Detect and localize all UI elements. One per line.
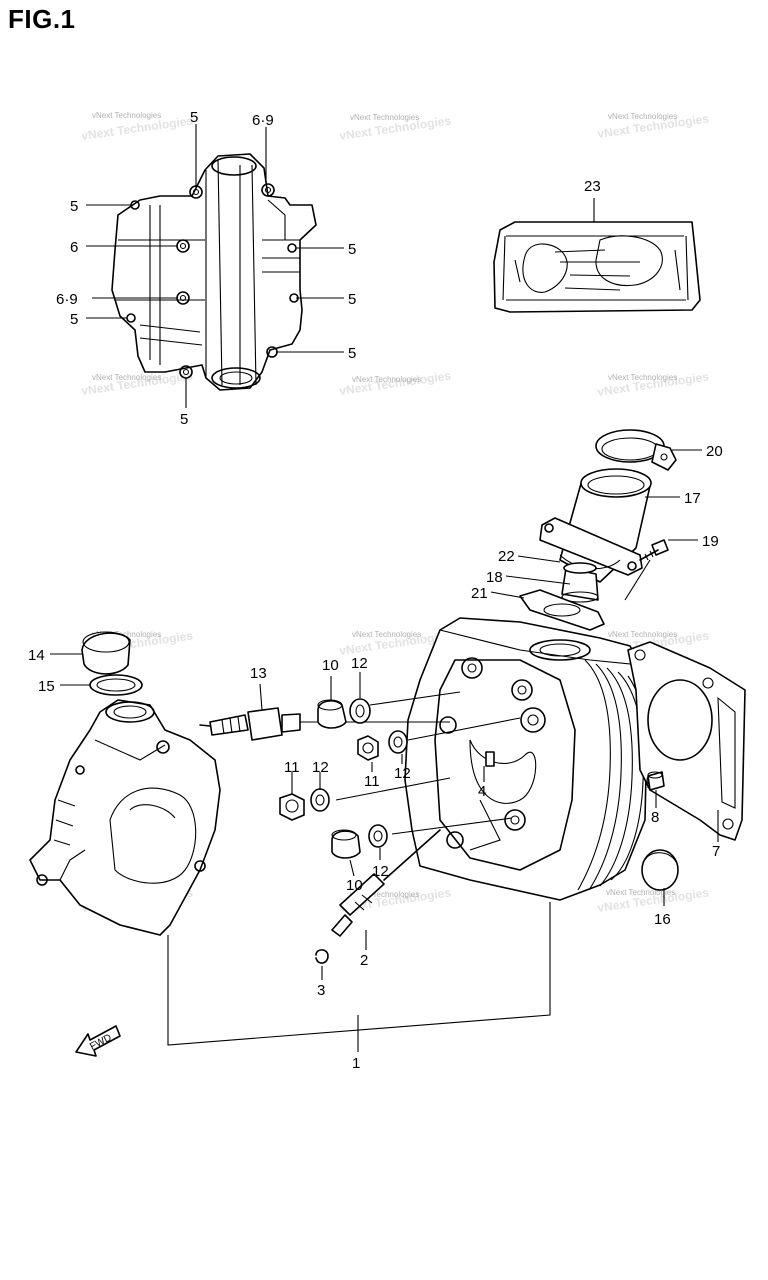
leader-lines-top-view (86, 124, 344, 408)
callout-12: 12 (351, 655, 368, 672)
stud-bolt-part-2 (331, 829, 441, 950)
callout-5: 5 (70, 198, 78, 215)
watermark-text: vNext Technologies (350, 890, 419, 899)
watermark-text: vNext Technologies (606, 888, 675, 897)
gasket-set-part-23 (493, 198, 701, 313)
insulator-part-18 (505, 562, 599, 603)
gasket-part-21 (490, 589, 605, 631)
fwd-arrow-icon: FWD (75, 1025, 121, 1057)
callout-5: 5 (348, 345, 356, 362)
watermark-text: vNext Technologies (608, 112, 677, 121)
callout-16: 16 (654, 911, 671, 928)
watermark-text: vNext Technologies (92, 373, 161, 382)
o-ring-part-15 (60, 674, 143, 696)
washer-part-12-middle (388, 717, 521, 764)
watermark: vNext Technologies vNext Technologies (338, 368, 452, 398)
fwd-label: FWD (88, 1032, 113, 1052)
callout-12: 12 (312, 759, 329, 776)
callout-5: 5 (70, 311, 78, 328)
callout-6: 6 (70, 239, 78, 256)
washer-part-12-lower-right (368, 817, 513, 860)
oil-filler-cap-part-14 (50, 631, 131, 675)
watermark: vNext Technologies vNext Technologies (80, 111, 194, 143)
callout-11: 11 (364, 773, 380, 790)
cylinder-head-cover (29, 699, 221, 936)
watermark-text: vNext Technologies (608, 630, 677, 639)
washer-part-12-lower-left (310, 772, 451, 812)
watermark: vNext Technologies vNext Technologies (596, 111, 710, 141)
assembly-bracket-part-1 (167, 902, 551, 1052)
cylinder-head-top-view (111, 153, 317, 391)
callout-1: 1 (352, 1055, 360, 1072)
clamp-part-20 (595, 429, 702, 471)
callout-11: 11 (284, 759, 300, 776)
callout-20: 20 (706, 443, 723, 460)
callout-14: 14 (28, 647, 45, 664)
callout-8: 8 (651, 809, 659, 826)
nut-part-11-upper (357, 735, 379, 772)
spark-plug-part-13 (199, 683, 450, 741)
dowel-pin-part-8 (647, 771, 665, 808)
plug-part-16 (641, 849, 679, 906)
watermark-text: vNext Technologies (352, 630, 421, 639)
callout-5: 5 (190, 109, 198, 126)
watermark: vNext Technologies vNext Technologies (338, 113, 452, 143)
callout-23: 23 (584, 178, 601, 195)
watermark: vNext Technologies vNext Technologies (80, 368, 194, 398)
watermark: vNext Technologies vNext Technologies (596, 369, 710, 399)
callout-15: 15 (38, 678, 55, 695)
cap-nut-part-10-lower (331, 829, 361, 877)
callout-12: 12 (372, 863, 389, 880)
dowel-pin-part-4 (485, 751, 495, 767)
callout-7: 7 (712, 843, 720, 860)
callout-5: 5 (180, 411, 188, 428)
clip-part-3 (315, 949, 329, 980)
callout-5: 5 (348, 241, 356, 258)
callout-22: 22 (498, 548, 515, 565)
callout-10: 10 (346, 877, 363, 894)
callout-5: 5 (348, 291, 356, 308)
callout-21: 21 (471, 585, 488, 602)
o-ring-part-22 (517, 555, 561, 563)
callout-6-9: 6·9 (56, 291, 78, 308)
callout-6-9: 6·9 (252, 112, 274, 129)
callout-12: 12 (394, 765, 411, 782)
watermark-text: vNext Technologies (608, 373, 677, 382)
figure-title: FIG.1 (8, 4, 76, 34)
callout-18: 18 (486, 569, 503, 586)
callout-labels: 5 6·9 5 6 5 6·9 5 5 5 5 23 20 17 19 22 1… (28, 109, 723, 1072)
callout-10: 10 (322, 657, 339, 674)
watermark-text: vNext Technologies (92, 630, 161, 639)
head-gasket-part-7 (627, 641, 746, 842)
watermark-text: vNext Technologies (92, 111, 161, 120)
intake-pipe-part-17 (539, 468, 680, 583)
callout-2: 2 (360, 952, 368, 969)
callout-19: 19 (702, 533, 719, 550)
watermark-text: vNext Technologies (352, 375, 421, 384)
callout-13: 13 (250, 665, 267, 682)
washer-part-12-upper (349, 672, 461, 724)
cylinder-head-body-part-1 (404, 617, 649, 901)
watermark-text: vNext Technologies (350, 113, 419, 122)
callout-4: 4 (478, 783, 486, 800)
callout-17: 17 (684, 490, 701, 507)
callout-3: 3 (317, 982, 325, 999)
cap-nut-part-10-upper (317, 676, 347, 729)
screw-part-19 (624, 539, 698, 601)
nut-part-11-lower (279, 772, 305, 821)
